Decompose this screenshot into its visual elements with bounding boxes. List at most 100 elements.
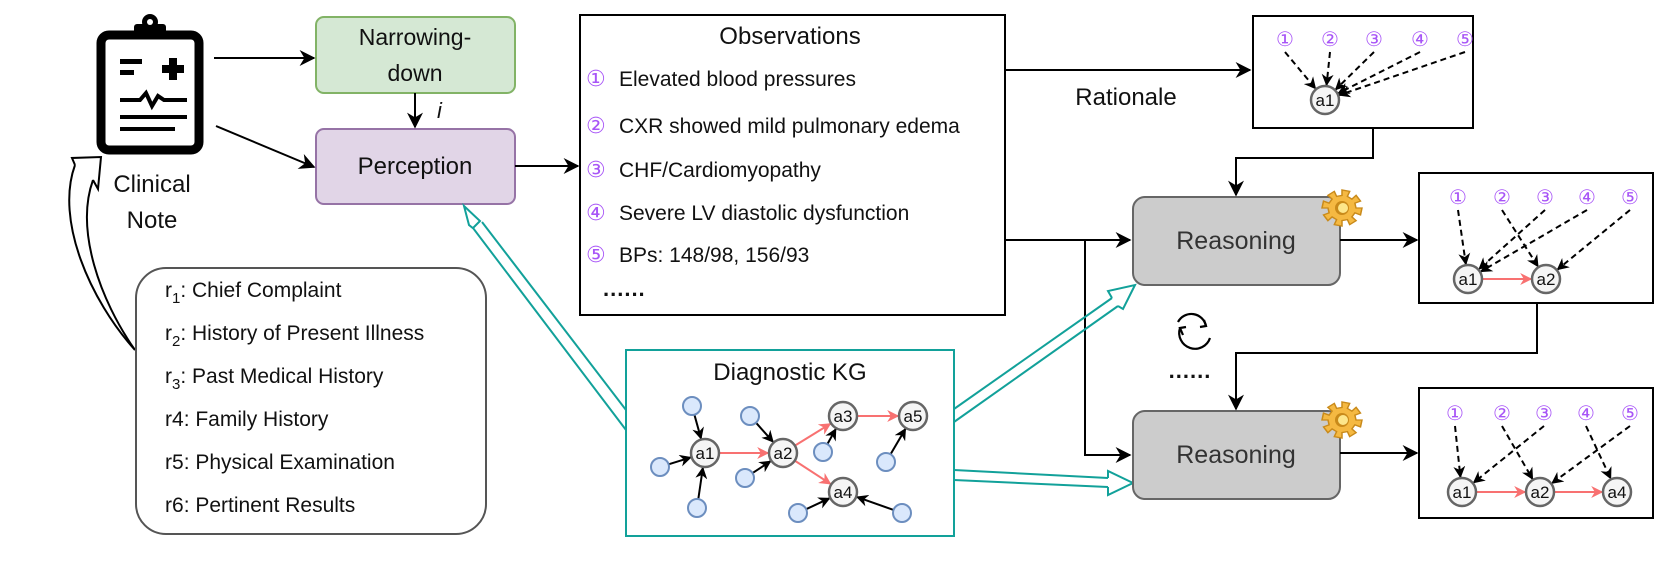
evidence-link [1338, 51, 1466, 98]
observation-marker: ③ [586, 158, 606, 183]
evidence-marker: ⑤ [1621, 401, 1639, 425]
note-section-item: r1: Chief Complaint [165, 279, 342, 307]
evidence-link [1457, 209, 1471, 266]
evidence-link [1501, 209, 1539, 268]
kg-evidence-node [876, 452, 896, 472]
section-text: : History of Present Illness [180, 322, 424, 345]
observation-text: CXR showed mild pulmonary edema [619, 115, 960, 138]
kg-evidence-edge [695, 466, 708, 500]
kg-evidence-node [813, 442, 833, 462]
kg-node-a2 [767, 437, 799, 469]
section-subscript: 1 [172, 290, 180, 307]
reasoning-box-2[interactable] [1132, 410, 1341, 500]
kg-to-perception-arrow [462, 202, 627, 431]
kg-causal-edge [794, 423, 832, 447]
evidence-marker: ① [1276, 27, 1294, 51]
section-prefix: r6 [165, 494, 184, 517]
evidence-marker: ⑤ [1456, 27, 1474, 51]
evidence-node-label: a2 [1531, 483, 1550, 502]
evidence-node [1309, 84, 1341, 116]
evidence-link [1453, 425, 1466, 479]
kg-evidence-edge [825, 428, 837, 445]
evidence-marker: ③ [1535, 401, 1553, 425]
evidence-marker: ② [1493, 185, 1511, 209]
section-subscript: 3 [172, 376, 180, 393]
section-prefix: r [165, 365, 172, 388]
evidence-marker: ② [1321, 27, 1339, 51]
observations-list: ① Elevated blood pressures ② CXR showed mil… [586, 67, 960, 268]
narrowing-edge-label: i [437, 98, 443, 123]
evidence-node [1601, 476, 1633, 508]
observation-text: CHF/Cardiomyopathy [619, 159, 821, 182]
clinical-note-label-line2: Note [127, 207, 178, 234]
kg-evidence-node [682, 396, 702, 416]
evidence-node-label: a1 [1316, 91, 1335, 110]
section-text: : Chief Complaint [180, 279, 341, 302]
kg-evidence-edge [856, 494, 894, 511]
evidence-link [1479, 209, 1588, 273]
evidence-link [1337, 51, 1421, 95]
section-subscript: 2 [172, 333, 180, 350]
gear-icon [1321, 189, 1363, 227]
section-text: : Past Medical History [180, 365, 384, 388]
evidence-marker: ④ [1411, 27, 1429, 51]
kg-evidence-edge [668, 454, 692, 467]
note-section-item: r2: History of Present Illness [165, 322, 424, 350]
kg-node-a3 [827, 400, 859, 432]
rationale-to-reasoning1-arrow [1228, 128, 1374, 197]
evidence-marker: ④ [1577, 401, 1595, 425]
evidence-node [1524, 476, 1556, 508]
section-prefix: r [165, 322, 172, 345]
section-text: : Pertinent Results [184, 494, 356, 517]
evidence-link [1551, 425, 1631, 484]
observation-marker: ④ [586, 201, 606, 226]
kg-evidence-node [735, 468, 755, 488]
kg-node-label: a4 [834, 483, 853, 502]
evidence-node [1446, 476, 1478, 508]
gear-hole-inner [1338, 203, 1348, 213]
section-prefix: r4 [165, 408, 184, 431]
evidence-marker: ③ [1365, 27, 1383, 51]
rationale-label: Rationale [1075, 84, 1176, 111]
evidence-node [1530, 263, 1562, 295]
observation-marker: ⑤ [586, 243, 606, 268]
kg-evidence-edge [805, 497, 831, 511]
evidence-node-label: a1 [1453, 483, 1472, 502]
clinical-note-label-line1: Clinical [113, 171, 190, 198]
evidence-marker: ③ [1536, 185, 1554, 209]
observation-marker: ① [586, 67, 606, 92]
reasoning-label-1: Reasoning [1176, 227, 1296, 255]
rationale-graph: ① ② ③ ④ ⑤ a1 [1276, 27, 1474, 116]
observation-text: Elevated blood pressures [619, 68, 856, 91]
note-section-item: r4: Family History [165, 408, 329, 431]
diagnostic-kg-title: Diagnostic KG [713, 359, 866, 386]
observation-item: ② CXR showed mild pulmonary edema [586, 114, 960, 139]
note-section-item: r5: Physical Examination [165, 451, 395, 474]
evidence-marker: ① [1446, 401, 1464, 425]
observation-text: BPs: 148/98, 156/93 [619, 244, 809, 267]
observations-title: Observations [719, 23, 860, 50]
perception-label: Perception [358, 153, 473, 180]
sections-to-note-arrow [68, 155, 136, 351]
evidence-link [1321, 51, 1334, 87]
observations-box [579, 14, 1006, 316]
observation-item: ① Elevated blood pressures [586, 67, 856, 92]
rationale-graph-box [1252, 15, 1474, 129]
kg-evidence-edge [692, 414, 704, 440]
observation-marker: ② [586, 114, 606, 139]
note-section-item: r6: Pertinent Results [165, 494, 355, 517]
kg-evidence-node [687, 498, 707, 518]
kg-node-a1 [689, 437, 721, 469]
kg-evidence-node [892, 503, 912, 523]
kg-node-label: a1 [696, 444, 715, 463]
evidence-link [1556, 209, 1631, 271]
evidence-link [1501, 425, 1534, 481]
kg-node-label: a2 [774, 444, 793, 463]
kg-node-label: a3 [834, 407, 853, 426]
